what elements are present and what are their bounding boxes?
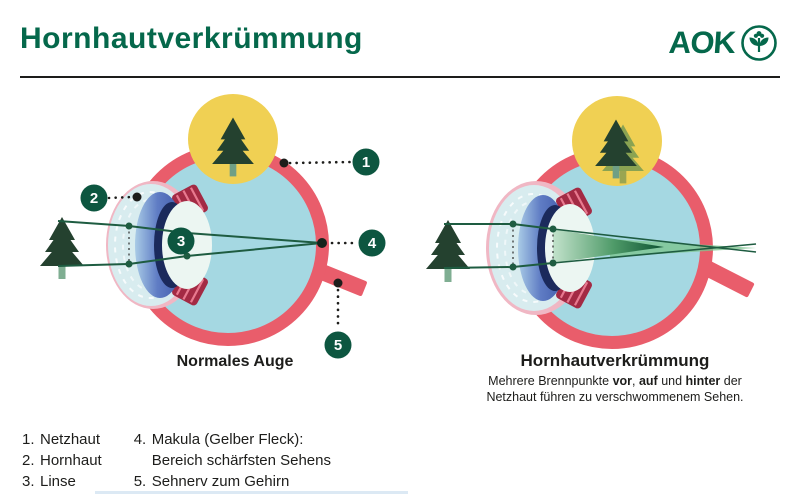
legend-item-sehnerv: 5. Sehnerv zum Gehirn	[133, 473, 290, 490]
page-title: Hornhautverkrümmung	[20, 22, 363, 55]
svg-text:5: 5	[334, 337, 342, 354]
label-connectors	[107, 160, 358, 331]
legend-item-netzhaut: 1. Netzhaut	[22, 431, 101, 448]
perceived-image-blurred	[572, 96, 662, 186]
label-4-macula: 4	[358, 229, 386, 257]
svg-text:2: 2	[90, 190, 98, 207]
label-2-cornea: 2	[80, 184, 108, 212]
aok-leaf-icon	[741, 25, 777, 61]
caption-normal-eye: Normales Auge	[176, 353, 294, 370]
normal-eye-diagram: 1 2 3 4 5	[40, 94, 386, 359]
svg-text:1: 1	[362, 154, 370, 171]
cornea-lens-assembly	[486, 181, 595, 315]
legend: 1. Netzhaut 2. Hornhaut 3. Linse 4. Maku…	[22, 429, 331, 492]
legend-item-hornhaut: 2. Hornhaut	[22, 452, 102, 469]
focal-point	[317, 238, 327, 248]
legend-item-linse: 3. Linse	[22, 473, 76, 490]
label-5-optic-nerve: 5	[324, 331, 352, 359]
legend-item-makula-line2: Bereich schärfsten Sehens	[151, 452, 331, 469]
caption-astigmatism-subtext: Mehrere Brennpunkte vor, auf und hinter …	[440, 373, 790, 405]
cornea-lens-assembly	[106, 181, 212, 309]
svg-text:4: 4	[368, 235, 377, 252]
focal-spread-behind-retina	[610, 239, 756, 257]
crossing-rays	[552, 228, 757, 264]
label-anchor-dots	[132, 158, 343, 288]
legend-column-1: 1. Netzhaut 2. Hornhaut 3. Linse	[22, 429, 102, 492]
object-tree	[40, 217, 84, 279]
header-divider	[20, 76, 780, 78]
caption-astigmatism: Hornhautverkrümmung	[520, 351, 710, 370]
svg-text:3: 3	[177, 233, 185, 250]
aok-logo: AOK	[668, 24, 778, 62]
light-rays	[57, 220, 323, 267]
refraction-guides	[512, 224, 554, 267]
label-1-retina: 1	[352, 148, 380, 176]
perceived-image-sharp	[188, 94, 278, 184]
refraction-points	[509, 220, 557, 271]
subtext-line-2: Netzhaut führen zu verschwommenem Sehen.	[486, 390, 744, 404]
footer-accent-line	[95, 491, 408, 494]
legend-column-2: 4. Makula (Gelber Fleck): Bereich schärf…	[134, 429, 331, 492]
legend-item-makula: 4. Makula (Gelber Fleck):	[133, 431, 304, 448]
focal-cone-before-retina	[553, 229, 664, 263]
object-tree	[426, 220, 470, 282]
label-3-lens: 3	[167, 227, 195, 255]
astigmatism-eye-diagram	[426, 96, 757, 349]
subtext-line-1: Mehrere Brennpunkte vor, auf und hinter …	[488, 374, 742, 388]
